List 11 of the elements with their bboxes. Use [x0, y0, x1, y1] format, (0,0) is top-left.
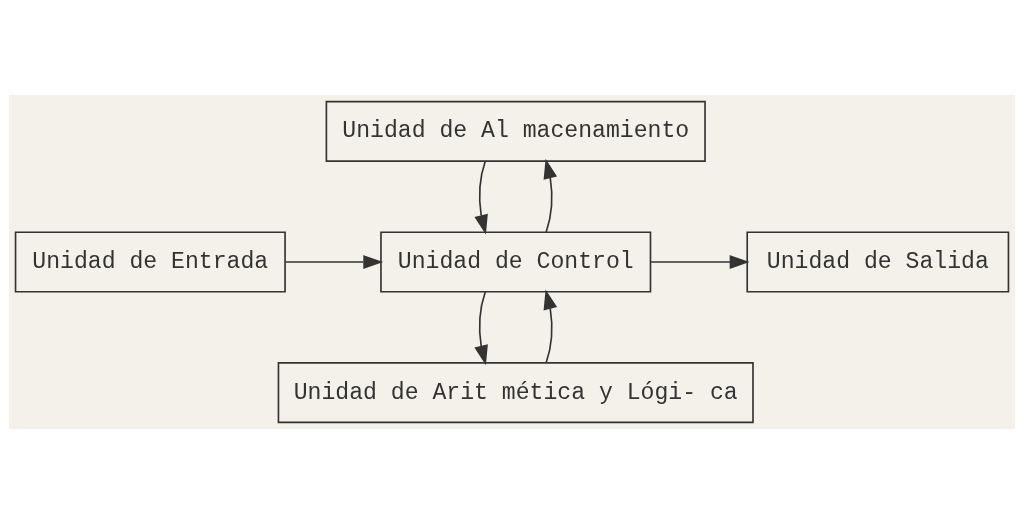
arrow	[474, 159, 488, 235]
arrow	[543, 289, 558, 364]
node-box: Unidad de Arit mética y Lógi- ca	[277, 361, 754, 423]
node-box: Unidad de Salida	[746, 230, 1010, 293]
arrow	[284, 254, 384, 269]
node-box: Unidad de Entrada	[14, 230, 286, 293]
node-box: Unidad de Control	[380, 230, 652, 293]
arrow	[474, 290, 488, 365]
arrow	[650, 254, 750, 269]
arrow	[543, 158, 558, 233]
node-box: Unidad de Al macenamiento	[325, 100, 706, 162]
